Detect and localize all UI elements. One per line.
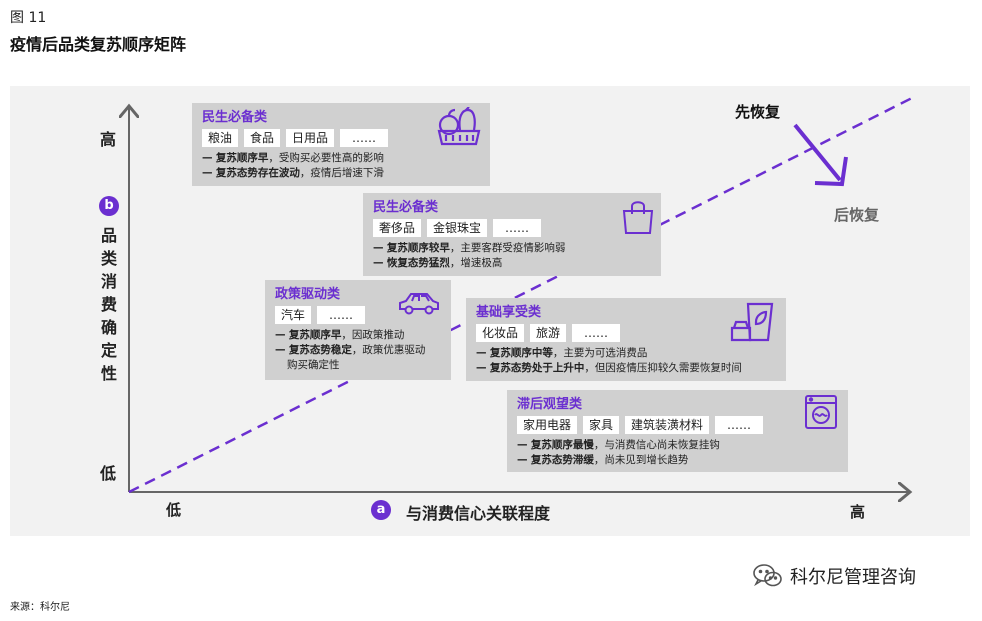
y-axis-high-label: 高 [100,130,117,149]
card-luxury: 民生必备类 奢侈品 金银珠宝 …… — 复苏顺序较早，主要客群受疫情影响弱 — … [363,193,661,276]
brand-name: 科尔尼管理咨询 [790,567,916,588]
car-icon [399,293,439,315]
card-line: 购买确定性 [287,359,340,371]
card-line: — 复苏顺序早，受购买必要性高的影响 [202,152,384,164]
wechat-icon [753,564,782,587]
card-lagging-wait-and-see: 滞后观望类 家用电器 家具 建筑装潢材料 …… — 复苏顺序最慢，与消费信心尚未… [507,390,848,472]
diagonal-dashed-line [128,96,913,494]
card-line: — 复苏态势滞缓，尚未见到增长趋势 [517,454,689,466]
card-basic-enjoyment: 基础享受类 化妆品 旅游 …… — 复苏顺序中等，主要为可选消费品 — 复苏态势… [466,298,786,381]
figure-title: 疫情后品类复苏顺序矩阵 [10,35,187,54]
recover-later-label: 后恢复 [834,206,880,224]
card-line: — 复苏顺序早，因政策推动 [275,329,405,341]
cosmetics-icon [730,302,774,342]
tag: 汽车 [275,306,312,324]
card-line: — 复苏态势处于上升中，但因疫情压抑较久需要恢复时间 [476,362,742,374]
tag: 日用品 [286,129,335,147]
card-title: 滞后观望类 [517,397,583,412]
shopping-bag-icon [622,201,654,234]
tag: …… [493,219,542,237]
tag: 奢侈品 [373,219,422,237]
card-title: 民生必备类 [202,110,268,125]
recover-first-label: 先恢复 [735,103,781,121]
tag: 旅游 [530,324,567,342]
card-daily-essentials: 民生必备类 粮油 食品 日用品 …… — 复苏顺序早，受购买必要性高的影响 — … [192,103,490,186]
card-line: — 复苏顺序最慢，与消费信心尚未恢复挂钩 [517,439,720,451]
card-title: 基础享受类 [476,305,542,320]
x-axis-low-label: 低 [166,501,182,519]
card-policy-driven: 政策驱动类 汽车 …… — 复苏顺序早，因政策推动 — 复苏态势稳定，政策优惠驱… [265,280,451,380]
figure-number: 图 11 [10,10,47,26]
tag: …… [317,306,366,324]
y-axis-title: 品类消费确定性 [100,226,117,383]
card-line: — 复苏态势存在波动，疫情后增速下滑 [202,167,384,179]
tag: 家用电器 [517,416,578,434]
tag: 建筑装潢材料 [625,416,710,434]
source-note: 来源：科尔尼 [10,602,70,613]
card-line: — 恢复态势猛烈，增速极高 [373,257,503,269]
card-title: 政策驱动类 [275,287,341,302]
x-axis-title: 与消费信心关联程度 [406,504,551,523]
card-line: — 复苏态势稳定，政策优惠驱动 [275,344,426,356]
tag: …… [572,324,621,342]
washing-machine-icon [805,395,837,429]
tag: …… [715,416,764,434]
tag: …… [340,129,389,147]
tag: 粮油 [202,129,239,147]
y-axis-low-label: 低 [100,464,117,483]
card-line: — 复苏顺序较早，主要客群受疫情影响弱 [373,242,566,254]
tag: 化妆品 [476,324,525,342]
tag: 金银珠宝 [427,219,488,237]
x-axis-badge: a [371,500,391,520]
recovery-arrow [793,123,848,187]
card-line: — 复苏顺序中等，主要为可选消费品 [476,347,648,359]
card-title: 民生必备类 [373,200,439,215]
tag: 食品 [244,129,281,147]
y-axis-badge: b [99,196,119,216]
brand-watermark: 科尔尼管理咨询 [752,563,916,589]
x-axis-high-label: 高 [850,503,866,521]
produce-basket-icon [437,107,481,146]
tag: 家具 [583,416,620,434]
